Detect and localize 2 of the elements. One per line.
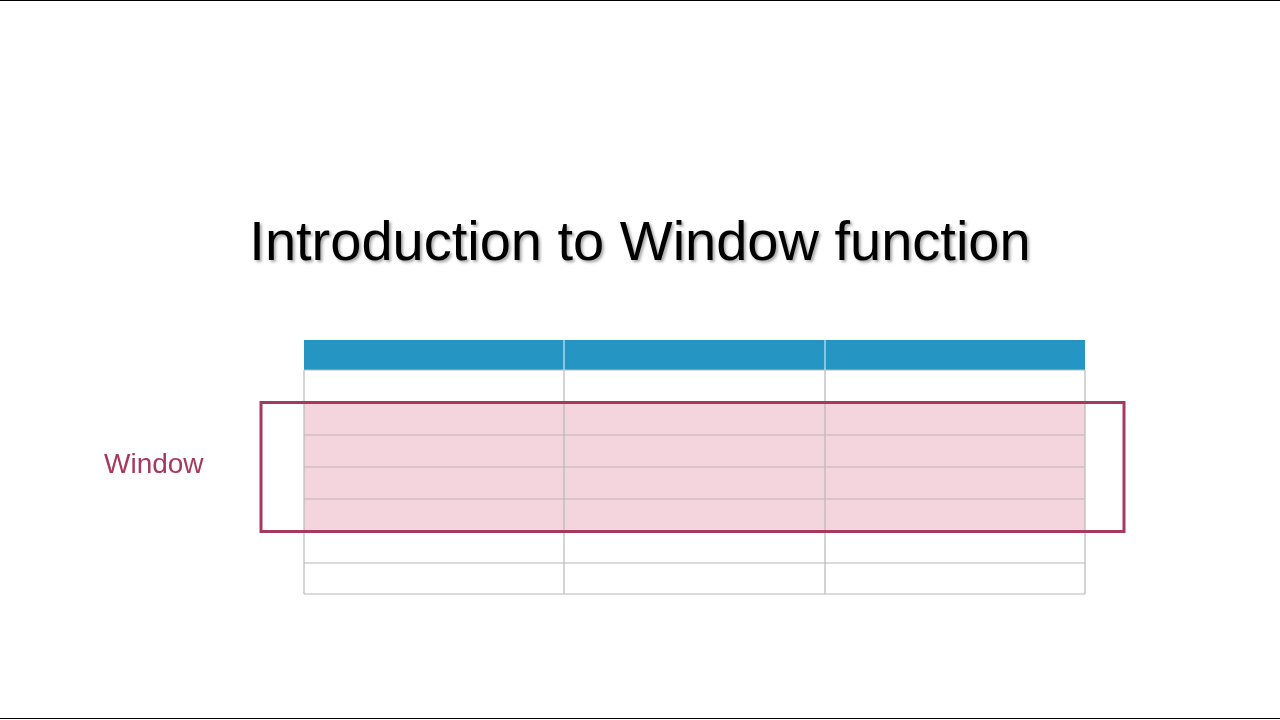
window-label: Window xyxy=(104,448,204,480)
title: Introduction to Window function xyxy=(248,208,1032,273)
